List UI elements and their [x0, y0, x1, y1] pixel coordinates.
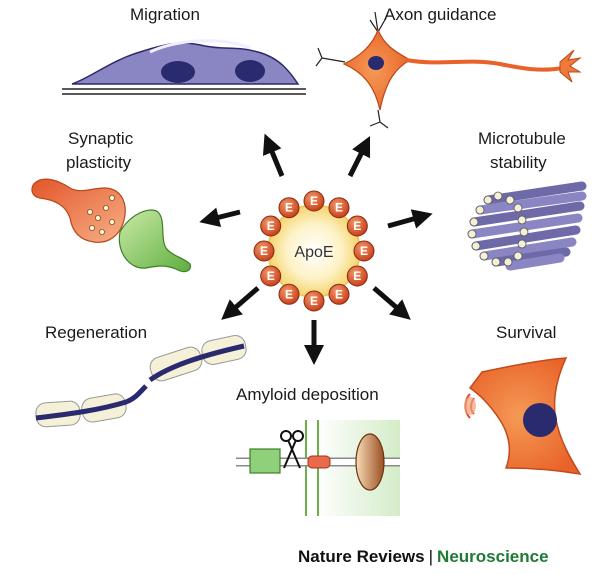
apoe-sphere-label: E [335, 287, 343, 301]
apoe-sphere-label: E [267, 219, 275, 233]
microtubule-label-line2: stability [490, 153, 547, 172]
regeneration-label: Regeneration [45, 323, 147, 342]
arrow-to-survival [372, 286, 411, 320]
apoe-protein-sphere: E [353, 240, 375, 262]
apoe-protein-sphere: E [328, 197, 350, 219]
apoe-sphere-label: E [267, 269, 275, 283]
apoe-center-label: ApoE [294, 244, 333, 261]
arrow-to-migration [262, 133, 285, 177]
microtubule-illustration [467, 181, 587, 271]
apoe-protein-sphere: E [253, 240, 275, 262]
arrows [199, 133, 433, 365]
apoe-sphere-label: E [353, 219, 361, 233]
apoe-sphere-label: E [310, 294, 318, 308]
apoe-protein-sphere: E [260, 215, 282, 237]
apoe-sphere-label: E [285, 201, 293, 215]
arrow-to-regeneration [221, 286, 260, 320]
apoe-sphere-label: E [353, 269, 361, 283]
microtubule-label-line1: Microtubule [478, 129, 566, 148]
apoe-protein-sphere: E [303, 190, 325, 212]
apoe-sphere-label: E [335, 201, 343, 215]
apoe-sphere-label: E [285, 287, 293, 301]
survival-illustration [464, 357, 582, 476]
journal-credit: Nature Reviews|Neuroscience [298, 547, 598, 567]
apoe-sphere-label: E [260, 244, 268, 258]
apoe-protein-sphere: E [260, 265, 282, 287]
journal-section: Neuroscience [437, 547, 549, 566]
arrow-to-microtubule [387, 209, 433, 229]
arrow-to-synaptic-plasticity [199, 207, 241, 228]
amyloid-deposition-illustration [236, 420, 400, 516]
synaptic-plasticity-label-line2: plasticity [66, 153, 132, 172]
survival-label: Survival [496, 323, 556, 342]
apoe-protein-sphere: E [278, 197, 300, 219]
scissors-icon [280, 430, 304, 469]
journal-name: Nature Reviews [298, 547, 425, 566]
arrow-to-axon-guidance [347, 135, 371, 178]
apoe-sphere-label: E [360, 244, 368, 258]
synaptic-plasticity-label-line1: Synaptic [68, 129, 134, 148]
migration-illustration [62, 39, 306, 95]
axon-guidance-label: Axon guidance [384, 5, 496, 24]
regeneration-illustration [35, 335, 247, 428]
apoe-sphere-label: E [310, 194, 318, 208]
axon-guidance-illustration [315, 11, 582, 129]
apoe-protein-sphere: E [303, 290, 325, 312]
amyloid-deposition-label: Amyloid deposition [236, 385, 379, 404]
synaptic-plasticity-illustration [31, 178, 191, 273]
credit-separator: | [428, 547, 434, 566]
migration-label: Migration [130, 5, 200, 24]
apoe-protein-sphere: E [346, 265, 368, 287]
apoe-protein-sphere: E [328, 283, 350, 305]
apoe-protein-sphere: E [278, 283, 300, 305]
apoe-protein-sphere: E [346, 215, 368, 237]
